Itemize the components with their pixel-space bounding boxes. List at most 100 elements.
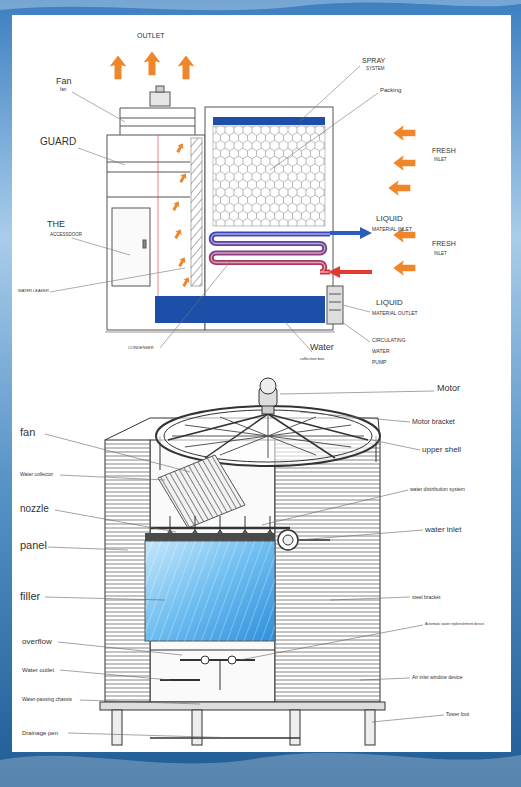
leader-line (80, 700, 200, 704)
open-tower (275, 572, 380, 573)
closed-tower (120, 126, 195, 127)
open-tower (105, 684, 150, 685)
open-tower (275, 700, 380, 701)
part-label: Packing (380, 87, 401, 93)
open-tower (275, 560, 380, 561)
part-label: THE (47, 220, 65, 229)
open-tower (275, 496, 380, 497)
leader-line (372, 715, 444, 722)
open-tower (275, 640, 380, 641)
open-tower (275, 492, 380, 493)
open-tower (105, 500, 150, 501)
open-tower (268, 436, 269, 458)
open-tower (105, 484, 150, 485)
airflow-arrow (393, 260, 415, 276)
closed-tower (150, 92, 170, 106)
part-label: water inlet (425, 526, 461, 534)
open-tower (158, 455, 245, 528)
open-tower (105, 700, 150, 701)
closed-tower (156, 86, 164, 92)
open-tower (100, 378, 385, 745)
open-tower (105, 588, 150, 589)
closed-tower (213, 126, 325, 226)
open-tower (275, 656, 380, 657)
airflow-arrow (177, 172, 188, 184)
open-tower (275, 684, 380, 685)
airflow-arrow (144, 51, 161, 75)
closed-tower (120, 108, 195, 135)
open-tower (105, 692, 150, 693)
open-tower (220, 660, 221, 690)
open-tower (275, 580, 380, 581)
leader-line (58, 642, 182, 655)
open-tower (105, 580, 150, 581)
leader-line (298, 530, 423, 540)
part-label: Drainage pen (22, 730, 58, 736)
open-tower (105, 560, 150, 561)
open-tower (105, 564, 150, 565)
part-label: CIRCULATING (372, 338, 406, 343)
open-tower (105, 608, 150, 609)
open-tower (275, 508, 380, 509)
part-label: INLET (434, 158, 447, 163)
part-label: Water outlet (22, 667, 54, 673)
background (12, 15, 511, 752)
part-label: LIQUID (376, 215, 403, 223)
part-label: FRESH (432, 147, 456, 154)
open-tower (365, 710, 375, 745)
part-label: MATERIAL INLET (372, 227, 412, 232)
open-tower (105, 480, 150, 481)
open-tower (105, 644, 150, 645)
open-tower (105, 604, 150, 605)
open-tower (283, 535, 293, 545)
open-tower (275, 524, 380, 525)
open-tower (220, 516, 221, 531)
part-label: nozzle (20, 504, 49, 514)
closed-tower (105, 332, 335, 333)
airflow-arrow (110, 51, 416, 288)
closed-tower (330, 227, 372, 239)
open-tower (201, 656, 209, 664)
leader-line (72, 92, 125, 122)
open-tower (275, 592, 380, 593)
open-tower (105, 448, 150, 449)
closed-tower (143, 240, 146, 248)
open-tower (275, 688, 380, 689)
open-tower (105, 444, 150, 445)
open-tower (278, 530, 298, 550)
open-tower (275, 512, 380, 513)
airflow-arrow (176, 256, 187, 268)
open-tower (192, 710, 202, 745)
open-tower (105, 592, 150, 593)
leader-line (240, 625, 423, 660)
airflow-arrow (180, 276, 191, 288)
part-label: WATER LEAKER (18, 289, 49, 293)
open-tower (275, 664, 380, 665)
open-tower (105, 552, 150, 553)
leader-line (78, 148, 125, 165)
part-label: Tower foot (446, 712, 469, 717)
closed-tower (328, 266, 372, 278)
open-tower (150, 650, 275, 651)
open-tower (260, 378, 276, 394)
part-label: Water (310, 343, 334, 352)
open-tower (105, 548, 150, 549)
open-tower (275, 608, 380, 609)
closed-tower (327, 286, 343, 324)
part-label: Automatic water replenishment device (425, 623, 484, 627)
open-tower (275, 440, 380, 702)
part-label: Motor bracket (412, 418, 455, 425)
leader-line (285, 322, 312, 352)
open-tower (195, 516, 196, 531)
leader-line (45, 597, 165, 600)
open-tower (275, 472, 380, 473)
open-tower (275, 660, 380, 661)
open-tower (268, 414, 335, 458)
part-label: Motor (437, 384, 460, 393)
open-tower (105, 688, 150, 689)
part-label: CONDENSER (128, 346, 154, 350)
closed-tower (107, 172, 190, 173)
open-tower (275, 564, 380, 565)
part-label: fan (20, 427, 35, 438)
